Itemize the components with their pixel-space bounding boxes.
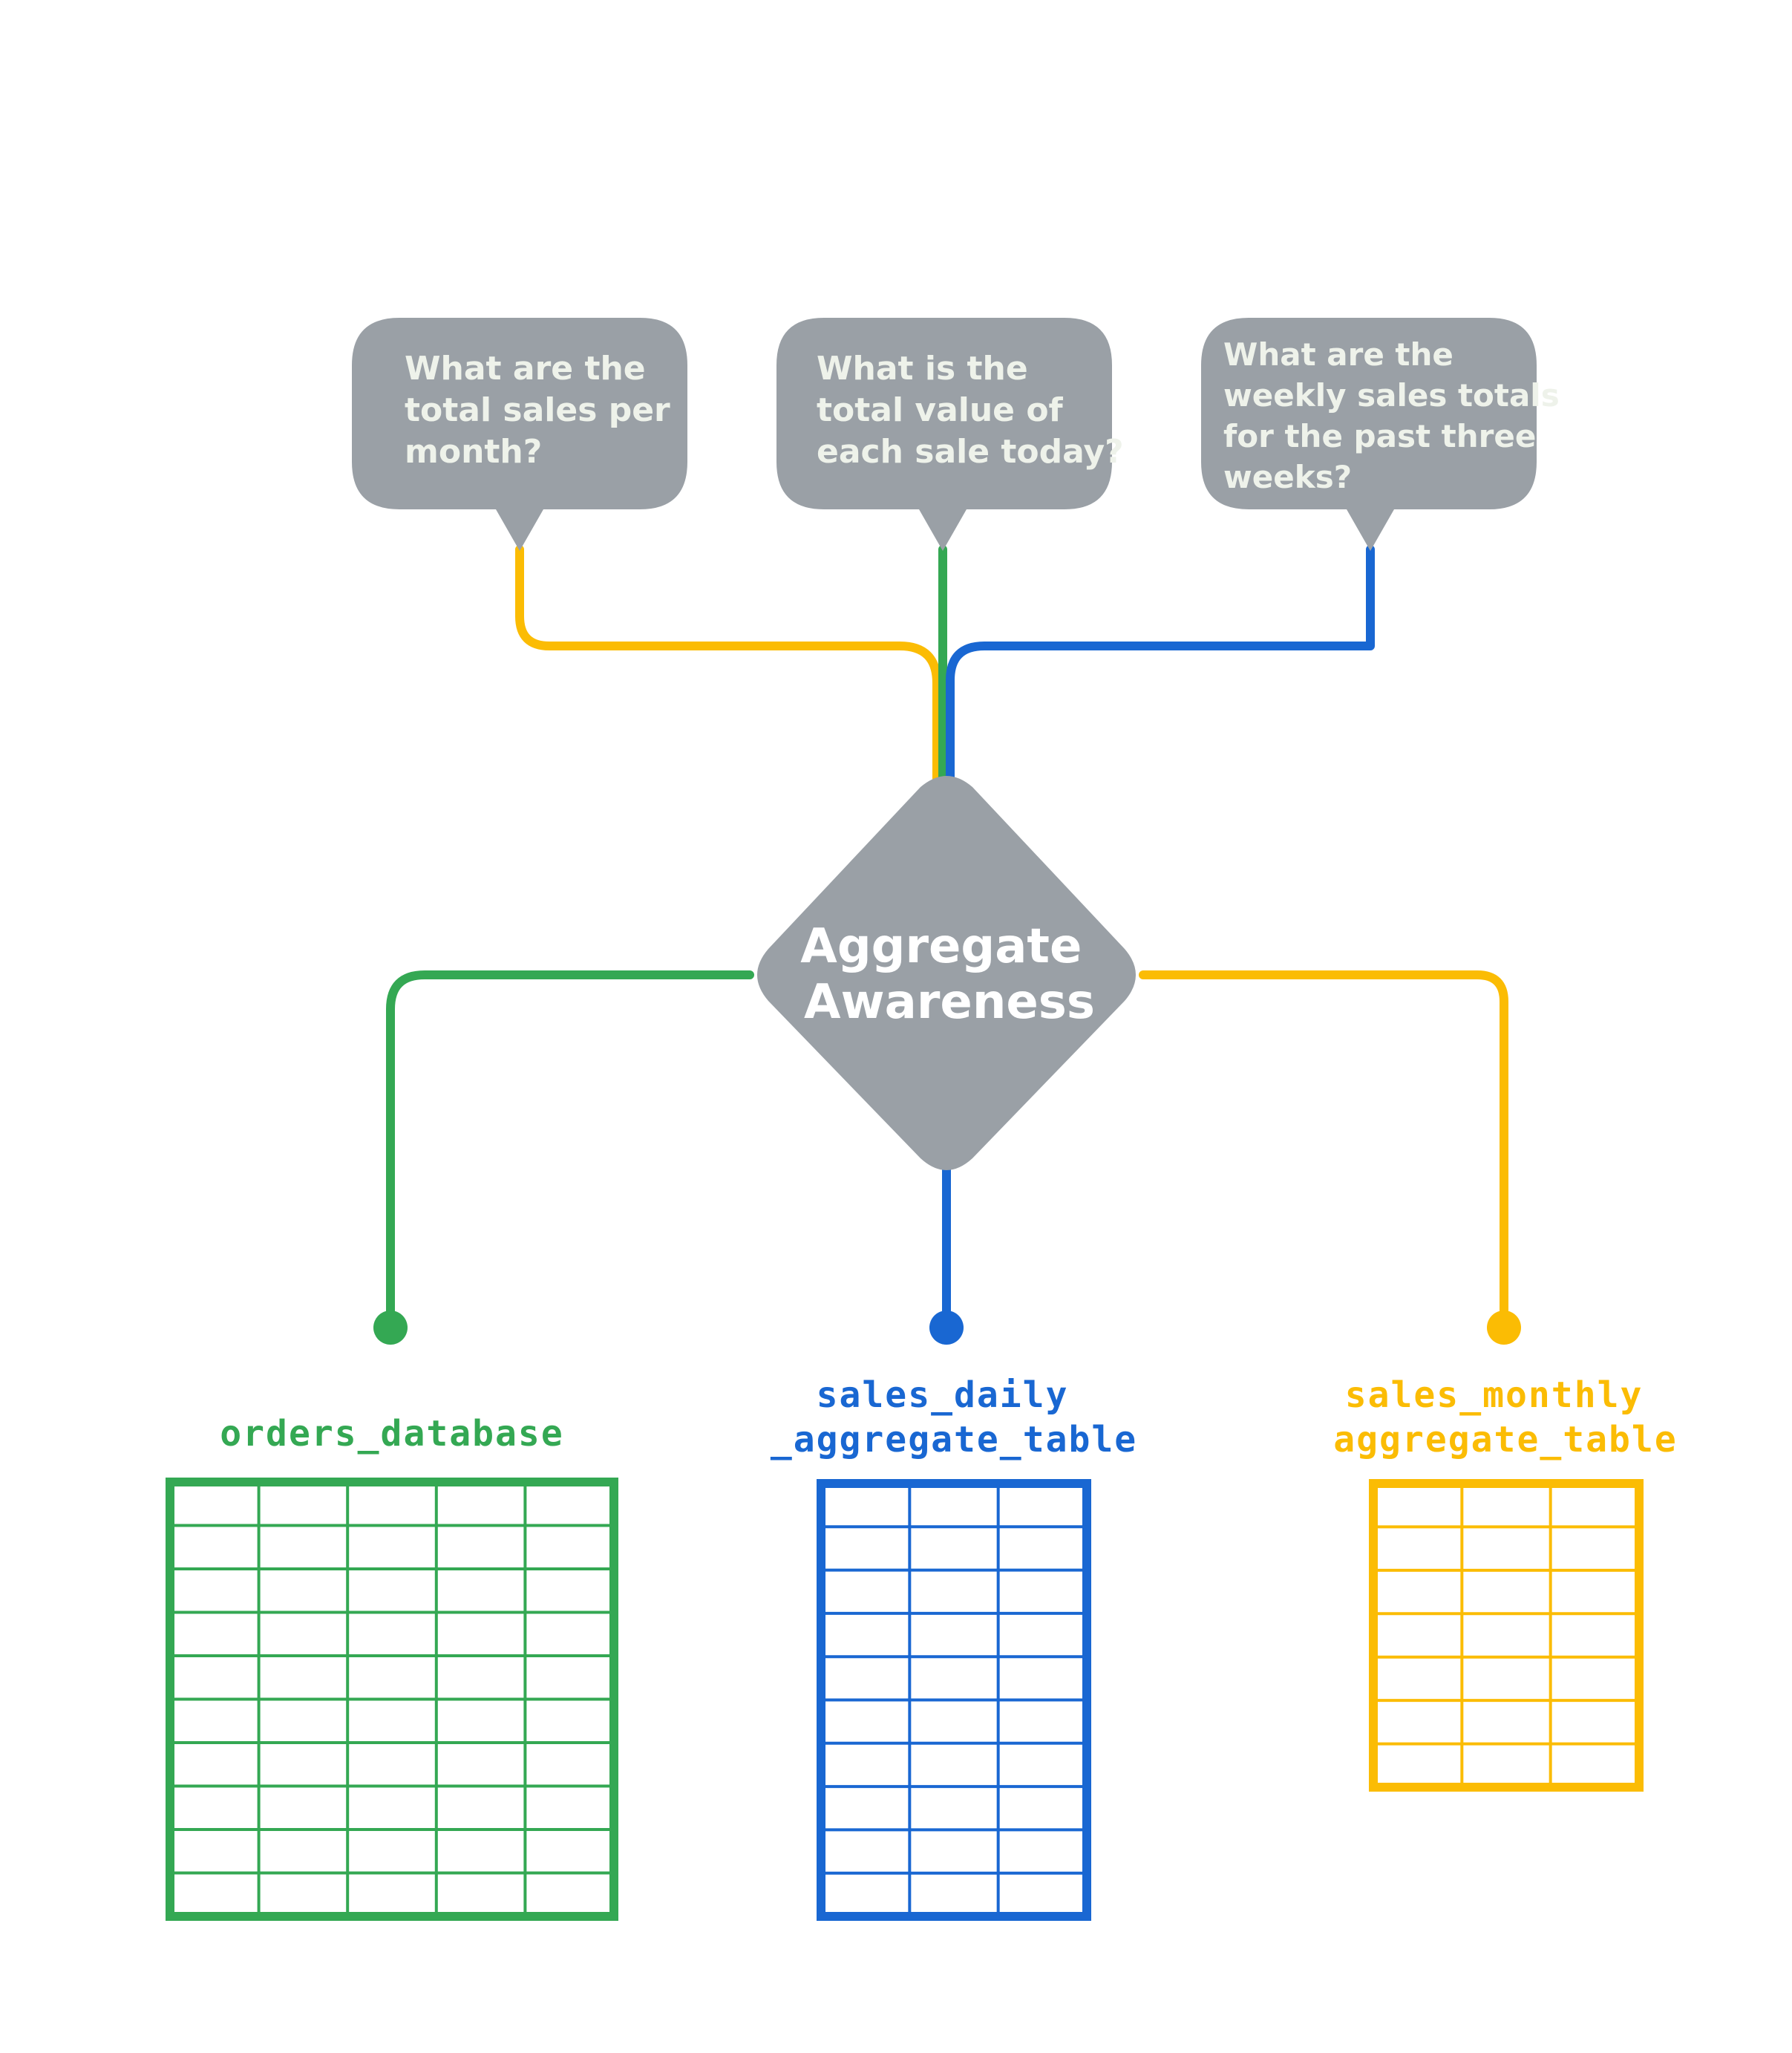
center-label-line: Aggregate [800, 919, 1082, 974]
table-label-line: sales_monthly [1345, 1374, 1644, 1416]
bubble-shape [776, 318, 1112, 551]
table-label-line: sales_daily [817, 1374, 1069, 1416]
center-label-line: Awareness [804, 975, 1095, 1030]
table-label-daily: sales_daily _aggregate_table [771, 1374, 1137, 1460]
endpoint-dot-yellow [1487, 1311, 1521, 1345]
question-line: weekly sales totals [1223, 377, 1560, 414]
bubble-shape [1201, 318, 1537, 551]
question-line: each sale today? [817, 433, 1124, 471]
endpoint-dot-green [373, 1311, 408, 1345]
question-line: weeks? [1223, 459, 1352, 495]
connector-yellow-monthly [1139, 970, 1508, 1330]
endpoint-dot-blue [929, 1311, 964, 1345]
question-text: What are the total sales per month? [405, 350, 681, 471]
question-text: What is the total value of each sale tod… [817, 350, 1124, 471]
connector-green-orders [386, 970, 754, 1330]
center-diamond [757, 776, 1136, 1170]
question-line: for the past three [1223, 418, 1536, 454]
question-line: What is the [817, 350, 1028, 388]
table-label-monthly: sales_monthly aggregate_table [1333, 1374, 1677, 1460]
question-line: month? [405, 433, 542, 471]
question-line: total sales per [405, 391, 670, 429]
question-bubble-2: What is the total value of each sale tod… [776, 318, 1124, 551]
table-border [1369, 1479, 1644, 1792]
question-line: total value of [817, 391, 1064, 429]
question-bubble-1: What are the total sales per month? [352, 318, 687, 551]
bubble-shape [352, 318, 687, 551]
question-text: What are the weekly sales totals for the… [1223, 336, 1570, 495]
table-label-line: orders_database [220, 1413, 563, 1455]
sales-daily-table-icon [817, 1479, 1091, 1921]
question-line: What are the [405, 350, 646, 388]
connector-yellow-question-1 [515, 545, 941, 792]
table-label-line: _aggregate_table [771, 1419, 1137, 1460]
connector-blue-question-3 [946, 545, 1375, 792]
question-bubble-3: What are the weekly sales totals for the… [1201, 318, 1570, 551]
table-label-orders: orders_database [220, 1413, 563, 1455]
question-line: What are the [1223, 336, 1453, 373]
orders-database-table-icon [166, 1478, 618, 1921]
table-label-line: aggregate_table [1333, 1419, 1677, 1460]
center-label: Aggregate Awareness [800, 919, 1098, 1030]
sales-monthly-table-icon [1369, 1479, 1644, 1792]
aggregate-awareness-node: Aggregate Awareness [757, 776, 1136, 1170]
